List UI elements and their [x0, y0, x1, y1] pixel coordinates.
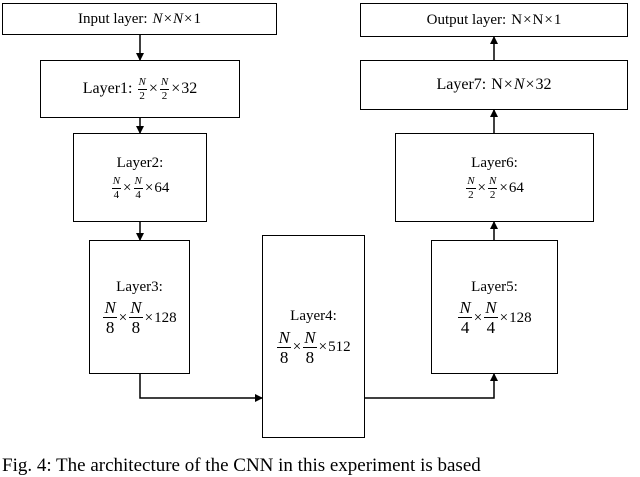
input-dim-2: N	[173, 10, 184, 27]
times-sign: ×	[171, 80, 181, 97]
times-sign: ×	[292, 339, 302, 355]
layer1-label: Layer1:	[82, 80, 133, 97]
output-layer-node: Output layer: N × N × 1	[360, 3, 628, 37]
layer2-channels: 64	[154, 180, 170, 196]
layer5-fraction-b: N 4	[484, 298, 498, 338]
layer3-node: Layer3: N 8 × N 8 × 128	[89, 240, 190, 374]
layer4-label: Layer4:	[290, 308, 337, 325]
input-layer-label: Input layer:	[77, 10, 148, 27]
times-sign: ×	[544, 11, 553, 28]
times-sign: ×	[123, 180, 132, 196]
output-dim-2: N	[532, 11, 544, 28]
arrow-layer3-layer4	[139, 374, 263, 402]
layer2-fraction-b: N 4	[133, 174, 143, 201]
figure-caption: Fig. 4: The architecture of the CNN in t…	[2, 455, 481, 476]
output-dim-1: N	[511, 11, 523, 28]
layer6-channels: 64	[508, 180, 524, 196]
layer3-fraction-b: N 8	[129, 298, 143, 338]
layer7-label: Layer7:	[436, 76, 487, 93]
layer2-fraction-a: N 4	[111, 174, 122, 201]
times-sign: ×	[499, 180, 508, 196]
times-sign: ×	[503, 76, 513, 93]
layer5-channels: 128	[509, 309, 532, 326]
layer7-dim-1: N	[491, 76, 503, 93]
layer3-label: Layer3:	[116, 278, 163, 295]
layer7-dim-2: N	[513, 76, 525, 93]
layer1-channels: 32	[181, 80, 198, 97]
output-dim-3: 1	[553, 11, 562, 28]
arrow-layer4-layer5	[365, 373, 498, 399]
times-sign: ×	[523, 11, 532, 28]
input-dim-3: 1	[193, 10, 202, 27]
times-sign: ×	[148, 80, 158, 97]
layer2-label: Layer2:	[116, 155, 164, 172]
input-layer-node: Input layer: N × N × 1	[2, 3, 277, 35]
layer6-node: Layer6: N 2 × N 2 × 64	[395, 133, 594, 222]
input-dim-1: N	[152, 10, 163, 27]
layer1-node: Layer1: N 2 × N 2 × 32	[40, 60, 240, 118]
times-sign: ×	[184, 10, 193, 27]
times-sign: ×	[163, 10, 173, 27]
layer3-channels: 128	[154, 309, 177, 326]
layer6-label: Layer6:	[471, 155, 518, 172]
times-sign: ×	[118, 309, 128, 326]
times-sign: ×	[477, 180, 486, 196]
output-layer-label: Output layer:	[426, 11, 507, 28]
layer2-node: Layer2: N 4 × N 4 × 64	[73, 133, 207, 222]
layer1-fraction-b: N 2	[159, 75, 170, 102]
layer6-fraction-a: N 2	[466, 174, 476, 201]
layer6-fraction-b: N 2	[488, 174, 498, 201]
layer5-label: Layer5:	[471, 278, 518, 295]
times-sign: ×	[318, 339, 328, 355]
layer4-fraction-b: N 8	[303, 327, 317, 367]
times-sign: ×	[525, 76, 535, 93]
times-sign: ×	[144, 309, 154, 326]
layer4-node: Layer4: N 8 × N 8 × 512	[262, 235, 365, 438]
layer4-fraction-a: N 8	[277, 327, 291, 367]
times-sign: ×	[144, 180, 154, 196]
layer5-node: Layer5: N 4 × N 4 × 128	[431, 240, 558, 374]
layer7-dim-3: 32	[535, 76, 552, 93]
times-sign: ×	[499, 309, 509, 326]
layer3-fraction-a: N 8	[103, 298, 117, 338]
layer1-fraction-a: N 2	[137, 75, 147, 102]
layer4-channels: 512	[328, 339, 351, 355]
layer7-node: Layer7: N × N × 32	[360, 60, 628, 110]
times-sign: ×	[473, 309, 483, 326]
layer5-fraction-a: N 4	[458, 298, 472, 338]
